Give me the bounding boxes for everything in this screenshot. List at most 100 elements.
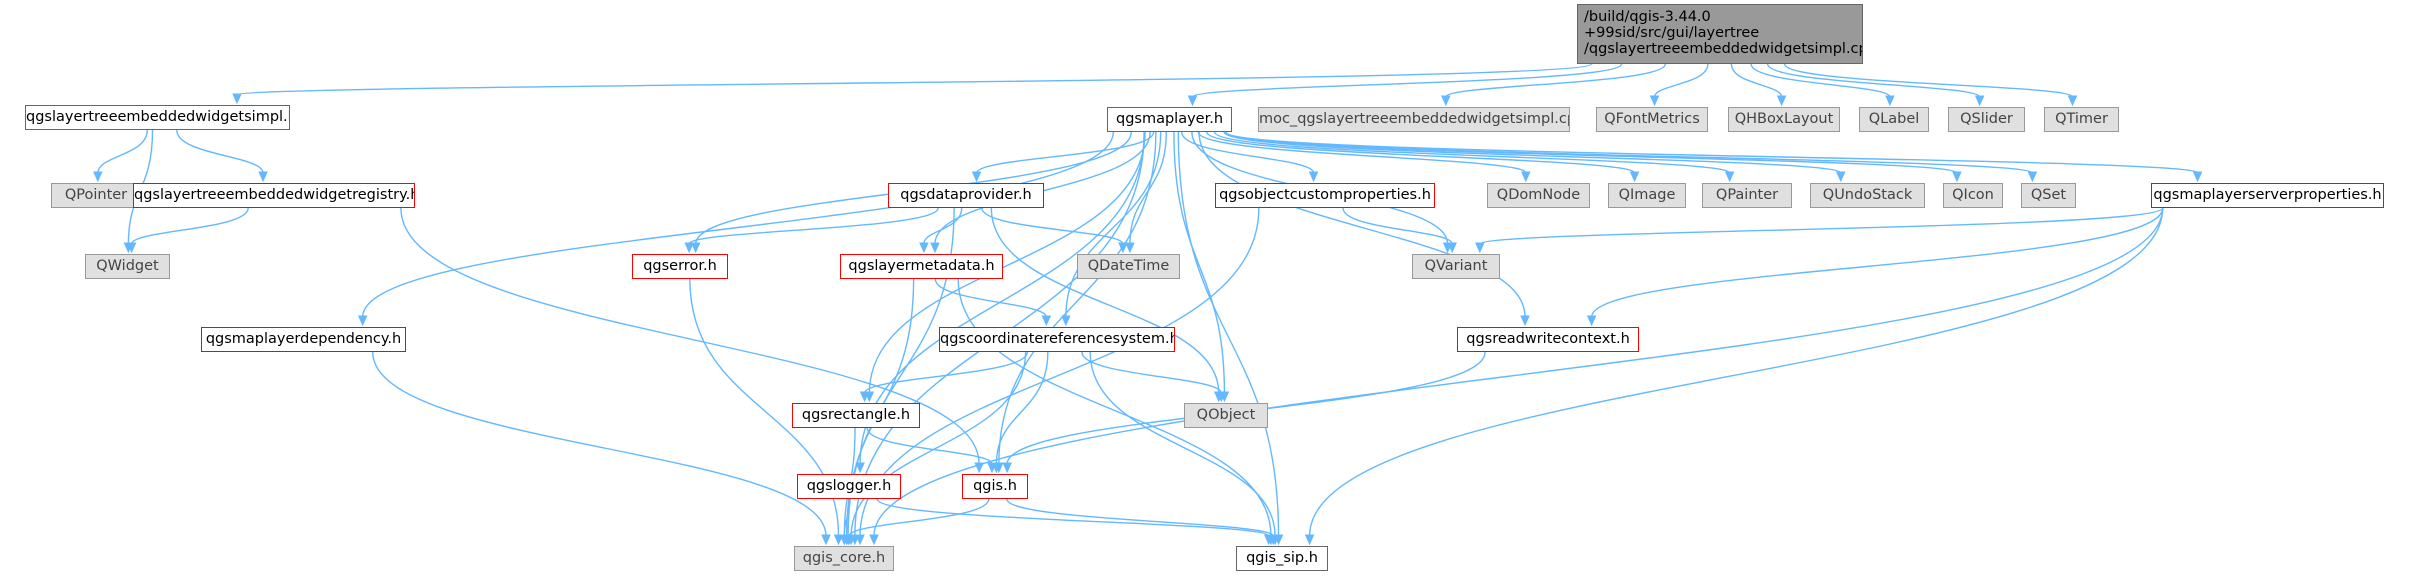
arrowhead-serverproperties_h-to-qgis_sip_h [1304,534,1315,546]
node-dependency-header[interactable]: qgsmaplayerdependency.h [201,327,406,352]
node-qgis-sip-header[interactable]: qgis_sip.h [1236,546,1328,571]
arrowhead-root-to-qgsmaplayer_h [1187,95,1198,107]
root-line-2: +99sid/src/gui/layertree [1584,25,1760,41]
node-qset[interactable]: QSet [2021,183,2076,208]
node-root-file[interactable]: /build/qgis-3.44.0 +99sid/src/gui/layert… [1577,4,1863,64]
edge-qgsdataprovider_h-to-qdatetime [981,207,1124,245]
arrowhead-dependency_h-to-qgis_core_h [821,534,831,546]
edge-root-to-qfontmetrics [1653,63,1709,98]
edge-root-to-impl_h [236,63,1592,96]
arrowhead-qgis_h-to-qgis_core_h [844,534,854,546]
edge-qgsmaplayer_h-to-qgsdataprovider_h [975,131,1155,174]
node-qgsobjectcustomproperties-header[interactable]: qgsobjectcustomproperties.h [1215,183,1435,208]
node-crs-header[interactable]: qgscoordinatereferencesystem.h [939,327,1175,352]
node-impl-header[interactable]: qgslayertreeembeddedwidgetsimpl.h [25,105,290,130]
node-moc-cpp[interactable]: moc_qgslayertreeembeddedwidgetsimpl.cpp [1258,107,1570,132]
edge-qgsmaplayer_h-to-qpainter [1213,131,1731,174]
node-qhboxlayout[interactable]: QHBoxLayout [1728,107,1840,132]
edge-qgsmaplayer_h-to-qset [1225,131,2034,174]
edge-crs_h-to-qgis_h [995,351,1049,465]
node-qgslogger-header[interactable]: qgslogger.h [797,474,901,499]
arrowhead-qgsdataprovider_h-to-qgserror_h [684,242,694,254]
edge-qgsobjectcustomproperties_h-to-qvariant [1342,207,1453,245]
arrowhead-qgsdataprovider_h-to-qgslayermetadata_h [919,242,929,254]
node-qdatetime[interactable]: QDateTime [1077,254,1180,279]
arrowhead-qgsmaplayer_h-to-serverproperties_h [2192,171,2203,183]
node-qvariant[interactable]: QVariant [1412,254,1500,279]
arrowhead-qgslayermetadata_h-to-crs_h [1041,315,1052,327]
edge-qgsmaplayer_h-to-serverproperties_h [1225,131,2199,174]
node-readwritecontext-header[interactable]: qgsreadwritecontext.h [1457,327,1639,352]
node-qdomnode[interactable]: QDomNode [1487,183,1590,208]
edge-root-to-qtimer [1783,63,2074,98]
arrowhead-qgsmaplayer_h-to-qgsdataprovider_h [971,171,982,183]
node-qfontmetrics[interactable]: QFontMetrics [1596,107,1708,132]
root-line-3: /qgslayertreeembeddedwidgetsimpl.cpp [1584,41,1863,57]
arrowhead-root-to-qhboxlayout [1776,95,1787,107]
node-qgsdataprovider-header[interactable]: qgsdataprovider.h [888,183,1044,208]
arrowhead-root-to-qtimer [2067,95,2078,107]
arrowhead-qgis_h-to-qgis_sip_h [1268,534,1278,546]
edge-serverproperties_h-to-qvariant [1479,207,2164,245]
edge-root-to-qhboxlayout [1730,63,1783,98]
arrowhead-registry_h-to-qwidget [126,242,137,254]
arrowhead-qgsmaplayer_h-to-crs_h [1061,315,1071,327]
arrowhead-qgsmaplayer_h-to-dependency_h [357,315,368,327]
edge-qgsdataprovider_h-to-qgserror_h [688,207,939,245]
node-qgsmaplayer-header[interactable]: qgsmaplayer.h [1107,107,1232,132]
arrowhead-qgsmaplayer_h-to-qdomnode [1521,171,1531,183]
edge-qgsdataprovider_h-to-qobject [990,207,1220,394]
arrowhead-qgsmaplayer_h-to-qgslogger_h [855,462,865,474]
root-line-1: /build/qgis-3.44.0 [1584,9,1711,25]
node-qgis-core-header[interactable]: qgis_core.h [794,546,894,571]
node-qimage[interactable]: QImage [1608,183,1686,208]
edge-qgslayermetadata_h-to-crs_h [934,278,1048,318]
node-qpointer[interactable]: QPointer [51,183,141,208]
edge-impl_h-to-qpointer [97,129,149,174]
edge-qgsmaplayer_h-to-readwritecontext_h [1198,131,1526,318]
node-qgserror-header[interactable]: qgserror.h [632,254,728,279]
arrowhead-root-to-impl_h [232,93,242,105]
arrowhead-crs_h-to-qgsrectangle_h [859,391,870,403]
node-qwidget[interactable]: QWidget [85,254,170,279]
edge-root-to-qslider [1766,63,1981,98]
node-qslider[interactable]: QSlider [1948,107,2025,132]
node-qgis-header[interactable]: qgis.h [962,474,1028,499]
arrowhead-qgsmaplayer_h-to-qundostack [1835,171,1846,183]
edge-qgsmaplayer_h-to-qgis_h [998,131,1157,465]
node-qgslayermetadata-header[interactable]: qgslayermetadata.h [840,254,1003,279]
edge-root-to-qlabel [1750,63,1891,98]
node-qgsrectangle-header[interactable]: qgsrectangle.h [792,403,920,428]
node-registry-header[interactable]: qgslayertreeembeddedwidgetregistry.h [133,183,415,208]
edge-qgis_h-to-qgis_sip_h [1006,498,1274,537]
arrowhead-serverproperties_h-to-qgis_core_h [869,534,879,546]
node-qlabel[interactable]: QLabel [1859,107,1929,132]
edge-crs_h-to-qobject [1081,351,1222,394]
edge-qgsmaplayer_h-to-crs_h [1065,131,1162,318]
edge-impl_h-to-registry_h [176,129,264,174]
arrowhead-qgsmaplayer_h-to-qicon [1952,171,1962,183]
arrowhead-qgserror_h-to-qgis_core_h [833,534,844,546]
edge-serverproperties_h-to-readwritecontext_h [1590,207,2164,318]
node-qtimer[interactable]: QTimer [2044,107,2119,132]
edge-crs_h-to-qgsrectangle_h [863,351,1029,394]
edge-qgslogger_h-to-qgis_core_h [843,498,850,537]
arrowhead-root-to-moc_cpp [1441,95,1451,107]
arrowhead-qgsdataprovider_h-to-qdatetime [1118,242,1128,254]
edge-crs_h-to-qgis_sip_h [1089,351,1276,537]
node-qpainter[interactable]: QPainter [1702,183,1792,208]
edge-qgsmaplayer_h-to-qgsrectangle_h [868,131,1146,394]
node-qicon[interactable]: QIcon [1943,183,2003,208]
arrowhead-qgsmaplayer_h-to-qset [2027,171,2038,183]
node-qobject[interactable]: QObject [1184,403,1268,428]
node-qundostack[interactable]: QUndoStack [1810,183,1925,208]
edge-qgis_h-to-qgis_core_h [848,498,990,537]
edge-qgsdataprovider_h-to-qgslayermetadata_h [923,207,963,245]
arrowhead-qgsobjectcustomproperties_h-to-qgis_core_h [855,534,865,546]
node-serverproperties-header[interactable]: qgsmaplayerserverproperties.h [2151,183,2384,208]
edge-qgsmaplayer_h-to-qgis_sip_h [1177,131,1280,537]
arrowhead-qgsmaplayer_h-to-qimage [1629,171,1640,183]
arrowhead-qgsobjectcustomproperties_h-to-qvariant [1447,242,1457,254]
